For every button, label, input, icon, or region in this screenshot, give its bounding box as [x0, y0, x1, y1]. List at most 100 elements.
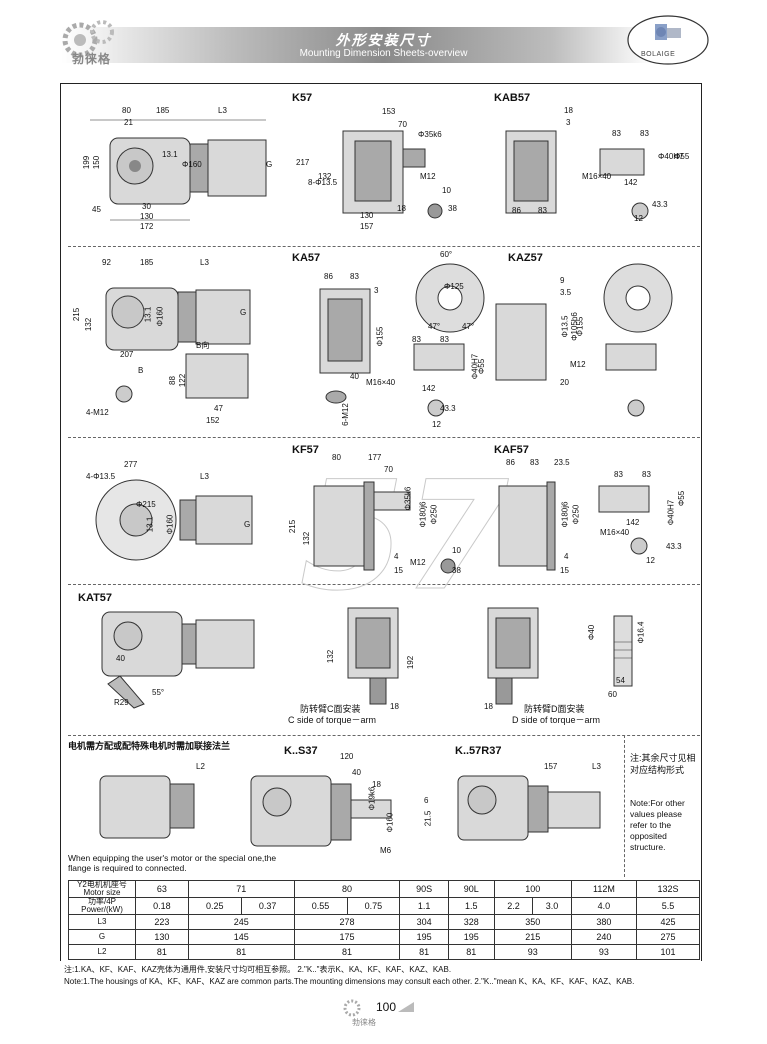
dim-label: 45 — [92, 205, 101, 214]
side-note-en: Note:For other values please refer to th… — [630, 798, 685, 852]
dim-label: 86 — [324, 272, 333, 281]
dim-label: 18 — [390, 702, 399, 711]
dim-label: Φ250 — [571, 504, 581, 525]
table-cell: 81 — [293, 944, 401, 960]
table-cell: 0.55 — [293, 897, 348, 915]
dim-label: 9 — [560, 276, 565, 285]
d-side-label-cn: 防转臂D面安装 — [524, 704, 585, 714]
dim-label: Φ215 — [136, 500, 156, 509]
table-cell: 350 — [493, 914, 572, 930]
k57r37-view — [457, 775, 601, 841]
header-title-en: Mounting Dimension Sheets-overview — [299, 48, 468, 59]
table-cell: 223 — [135, 914, 189, 930]
dim-label: 122 — [178, 373, 188, 388]
ka57-side-view — [105, 287, 251, 403]
footer-note-cn: 注:1.KA、KF、KAF、KAZ壳体为通用件,安装尺寸均可相互参照。 2."K… — [64, 965, 452, 974]
dim-label: 21 — [124, 118, 133, 127]
dim-label: 207 — [120, 350, 134, 359]
table-cell: 0.75 — [346, 897, 401, 915]
dim-label: 43.3 — [652, 200, 668, 209]
dim-label: Φ160 — [385, 812, 395, 833]
table-cell: 4.0 — [570, 897, 638, 915]
dim-label: 12 — [634, 214, 643, 223]
kf57-front-view — [313, 481, 456, 574]
section-title-ka57: KA57 — [292, 252, 321, 264]
dim-label: Φ13.5 — [560, 315, 570, 338]
page-logo-text: 勃徕格 — [352, 1018, 376, 1027]
dim-label: 15 — [560, 566, 569, 575]
kat57-d-side-view — [487, 607, 539, 705]
ks37-view — [250, 775, 392, 847]
dim-label: Φ40H7 — [658, 152, 684, 161]
table-header: L2 — [68, 944, 136, 960]
table-header: G — [68, 929, 136, 945]
table-cell: 195 — [399, 929, 449, 945]
section-title-kat57: KAT57 — [78, 592, 113, 604]
table-cell: 63 — [135, 880, 189, 898]
table-cell: 0.37 — [240, 897, 295, 915]
table-header: Y2电机机座号 Motor size — [68, 880, 136, 898]
dim-label: Φ155 — [575, 316, 585, 337]
dim-label: Φ180j6 — [418, 501, 428, 528]
dim-label: 80 — [332, 453, 341, 462]
dim-label: 192 — [406, 655, 416, 670]
dim-label: 6-M12 — [340, 403, 350, 426]
dim-label: G — [240, 308, 247, 317]
dim-label: 83 — [538, 206, 547, 215]
table-cell: 93 — [570, 944, 638, 960]
dim-label: 132 — [302, 531, 312, 546]
dim-label: 142 — [422, 384, 436, 393]
dim-label: 38 — [452, 566, 461, 575]
table-cell: 3.0 — [532, 897, 572, 915]
dim-label: 21.5 — [423, 810, 433, 827]
dim-label: 40 — [116, 654, 125, 663]
dim-label: L2 — [196, 762, 205, 771]
table-cell: 81 — [399, 944, 449, 960]
section-title-kf57: KF57 — [292, 444, 319, 456]
footer-note-en: Note:1.The housings of KA、KF、KAF、KAZ are… — [64, 977, 635, 986]
table-cell: 0.25 — [187, 897, 242, 915]
page-number: 100 — [376, 1000, 397, 1014]
table-cell: 112M — [570, 880, 638, 898]
side-note-cn: 注:其余尺寸见相对应结构形式 — [630, 753, 696, 775]
dim-label: 150 — [92, 155, 102, 170]
table-cell: 245 — [187, 914, 295, 930]
dim-label: 132 — [84, 317, 94, 332]
dim-label: 185 — [156, 106, 170, 115]
dim-label: 47 — [214, 404, 223, 413]
table-cell: 380 — [570, 914, 638, 930]
table-cell: 0.18 — [135, 897, 189, 915]
dim-label: Φ19k6 — [367, 786, 377, 811]
dim-label: 132 — [326, 649, 336, 664]
dim-label: 3.5 — [560, 288, 572, 297]
dim-label: L3 — [592, 762, 601, 771]
dim-label: 153 — [382, 107, 396, 116]
dim-label: 92 — [102, 258, 111, 267]
dim-label: 83 — [412, 335, 421, 344]
dim-label: 18 — [372, 780, 381, 789]
dim-label: 130 — [140, 212, 154, 221]
section-title-kaf57: KAF57 — [494, 444, 529, 456]
brand-logo-icon — [627, 15, 709, 65]
dim-label: Φ40H7 — [666, 499, 676, 526]
dim-label: 13.1 — [145, 516, 155, 533]
dim-label: Φ160 — [182, 160, 202, 169]
dim-label: 20 — [560, 378, 569, 387]
flange-note-cn: 电机需方配或配特殊电机时需加联接法兰 — [68, 741, 231, 751]
table-cell: 90L — [447, 880, 495, 898]
table-cell: 175 — [293, 929, 401, 945]
table-cell: 195 — [447, 929, 495, 945]
d-side-label-en: D side of torque－arm — [512, 715, 601, 725]
dim-label: 120 — [340, 752, 354, 761]
section-divider — [68, 584, 700, 585]
table-cell: 71 — [187, 880, 295, 898]
dim-label: Φ250 — [429, 504, 439, 525]
dim-label: 142 — [626, 518, 640, 527]
dim-label: 12 — [432, 420, 441, 429]
dim-label: 54 — [616, 676, 625, 685]
dim-label: 8-Φ13.5 — [308, 178, 338, 187]
dim-label: 88 — [167, 376, 177, 385]
table-cell: 145 — [187, 929, 295, 945]
dim-label: 10 — [442, 186, 451, 195]
dim-label: 4 — [394, 552, 399, 561]
